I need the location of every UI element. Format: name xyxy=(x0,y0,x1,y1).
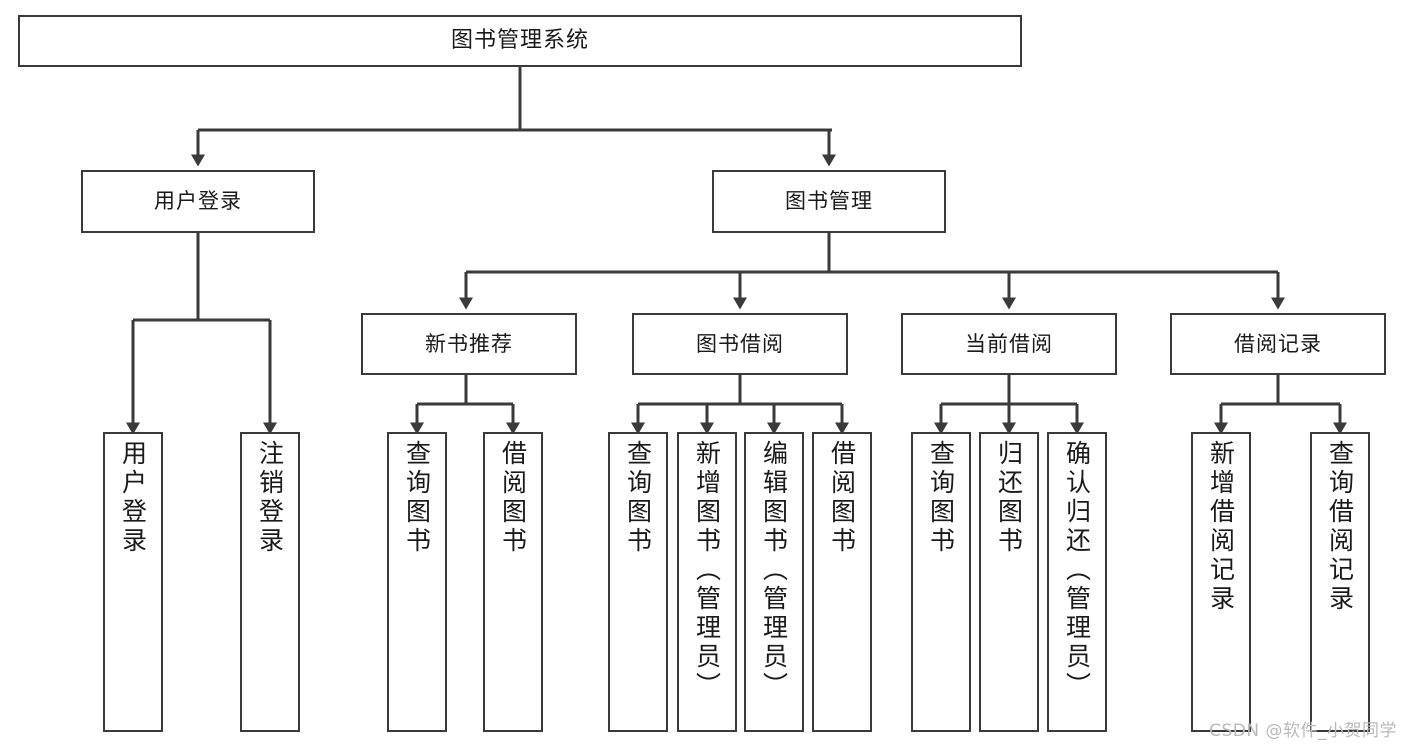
leaf-edit-book[interactable]: 编辑图书（管理员） xyxy=(744,432,804,732)
node-label: 图书管理 xyxy=(785,189,873,214)
leaf-user-login[interactable]: 用户登录 xyxy=(103,432,163,732)
leaf-confirm-return[interactable]: 确认归还（管理员） xyxy=(1047,432,1107,732)
node-current-borrow[interactable]: 当前借阅 xyxy=(901,313,1117,375)
leaf-query-record[interactable]: 查询借阅记录 xyxy=(1310,432,1370,732)
node-label: 注销登录 xyxy=(255,440,285,556)
node-label: 借阅图书 xyxy=(827,440,857,556)
leaf-add-record[interactable]: 新增借阅记录 xyxy=(1191,432,1251,732)
leaf-query-book-1[interactable]: 查询图书 xyxy=(387,432,447,732)
node-book-manage[interactable]: 图书管理 xyxy=(712,170,946,233)
leaf-logout-login[interactable]: 注销登录 xyxy=(240,432,300,732)
leaf-add-book[interactable]: 新增图书（管理员） xyxy=(677,432,737,732)
node-label: 用户登录 xyxy=(118,440,148,556)
node-label: 编辑图书（管理员） xyxy=(759,440,789,701)
node-label: 新增图书（管理员） xyxy=(692,440,722,701)
node-label: 图书管理系统 xyxy=(450,28,589,54)
node-label: 确认归还（管理员） xyxy=(1062,440,1092,701)
node-new-book-rec[interactable]: 新书推荐 xyxy=(361,313,577,375)
leaf-query-book-3[interactable]: 查询图书 xyxy=(911,432,971,732)
node-label: 查询图书 xyxy=(926,440,956,556)
node-label: 归还图书 xyxy=(994,440,1024,556)
leaf-return-book[interactable]: 归还图书 xyxy=(979,432,1039,732)
node-label: 新增借阅记录 xyxy=(1206,440,1236,614)
node-label: 用户登录 xyxy=(154,189,242,214)
node-label: 当前借阅 xyxy=(965,331,1053,356)
leaf-query-book-2[interactable]: 查询图书 xyxy=(608,432,668,732)
node-label: 借阅图书 xyxy=(498,440,528,556)
node-user-login[interactable]: 用户登录 xyxy=(81,170,315,233)
node-label: 图书借阅 xyxy=(696,331,784,356)
node-label: 查询图书 xyxy=(402,440,432,556)
leaf-borrow-book-2[interactable]: 借阅图书 xyxy=(812,432,872,732)
node-label: 查询借阅记录 xyxy=(1325,440,1355,614)
node-borrow-record[interactable]: 借阅记录 xyxy=(1170,313,1386,375)
node-book-borrow[interactable]: 图书借阅 xyxy=(632,313,848,375)
node-label: 新书推荐 xyxy=(425,331,513,356)
node-root-system[interactable]: 图书管理系统 xyxy=(18,15,1022,67)
watermark-text: CSDN @软件_小贺同学 xyxy=(1209,721,1397,741)
node-label: 查询图书 xyxy=(623,440,653,556)
node-label: 借阅记录 xyxy=(1234,331,1322,356)
leaf-borrow-book-1[interactable]: 借阅图书 xyxy=(483,432,543,732)
